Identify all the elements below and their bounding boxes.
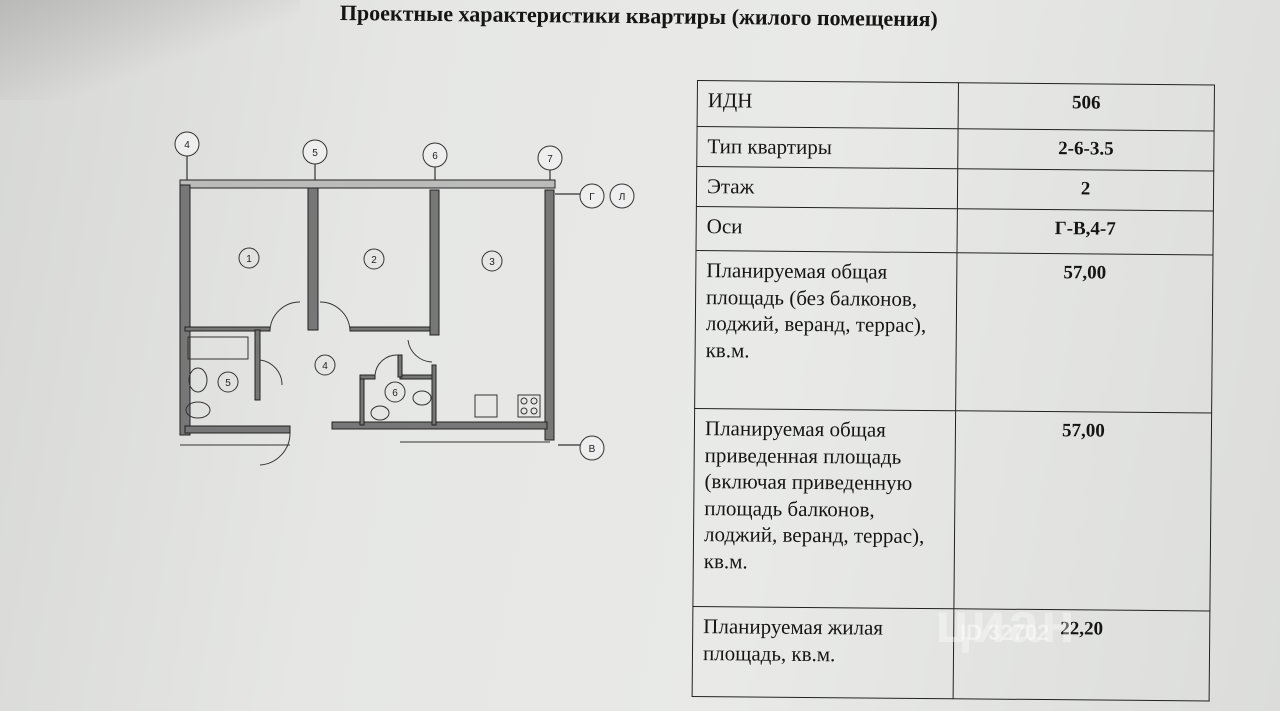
paper-shadow xyxy=(0,0,300,100)
svg-text:5: 5 xyxy=(312,148,318,159)
svg-text:2: 2 xyxy=(371,255,377,266)
svg-text:4: 4 xyxy=(322,361,328,372)
svg-text:6: 6 xyxy=(392,388,398,399)
svg-text:1: 1 xyxy=(246,254,252,265)
svg-text:5: 5 xyxy=(225,378,231,389)
svg-text:4: 4 xyxy=(184,140,190,151)
watermark-id: ID 32702 xyxy=(960,620,1050,645)
svg-text:3: 3 xyxy=(489,257,495,268)
table-row: Планируемая общая площадь (без балконов,… xyxy=(694,250,1213,414)
svg-text:Г: Г xyxy=(589,192,595,203)
floor-plan: 4 5 6 7 Г Л В 1 2 3 4 5 6 xyxy=(174,131,635,466)
svg-text:7: 7 xyxy=(547,154,553,165)
svg-text:6: 6 xyxy=(432,151,438,162)
svg-text:В: В xyxy=(589,444,596,455)
watermark-logo: циан xyxy=(935,591,1077,654)
room-labels: 1 2 3 4 5 6 xyxy=(217,247,503,403)
axis-marker-top: 4 5 6 7 xyxy=(174,131,563,171)
svg-text:Л: Л xyxy=(619,192,626,203)
axis-marker-right: Г Л В xyxy=(579,183,635,461)
page-title: Проектные характеристики квартиры (жилог… xyxy=(339,0,938,32)
table-row: Планируемая общая приведенная площадь (в… xyxy=(692,408,1212,611)
